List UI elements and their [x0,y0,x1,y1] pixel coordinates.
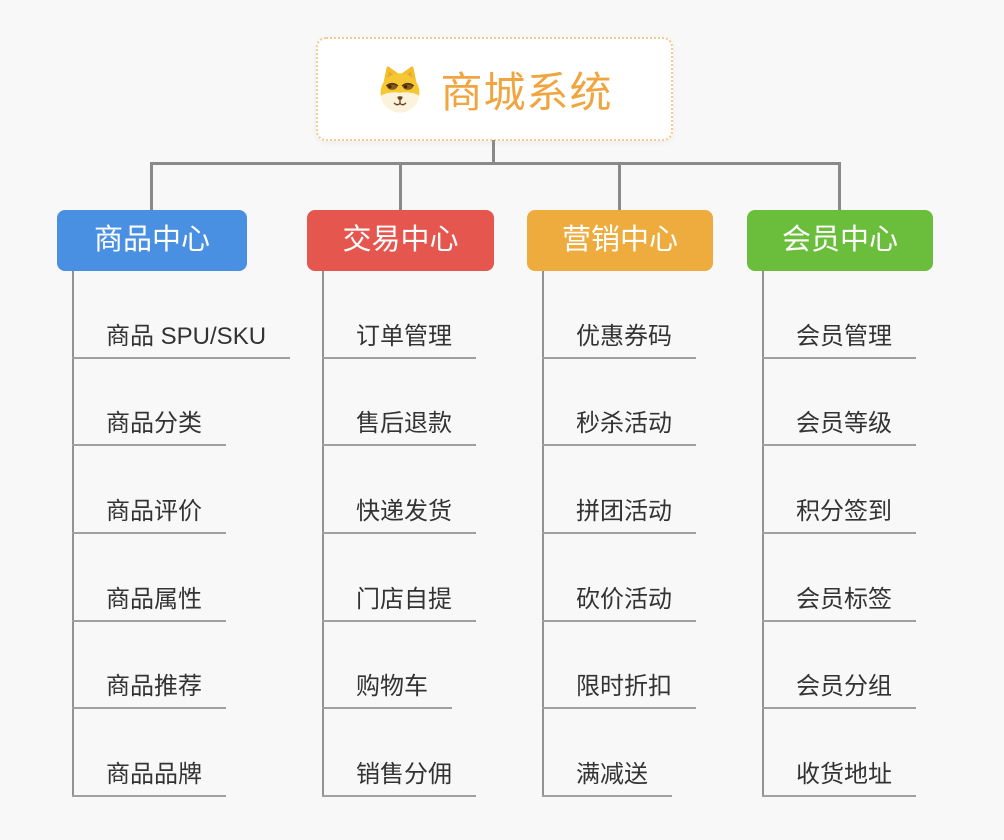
subtopic-row: 满减送 [542,709,696,797]
subtopic-member-group[interactable]: 会员分组 [762,666,916,710]
branch-trunk-line [72,271,74,797]
root-topic-label: 商城系统 [440,68,613,116]
subtopic-group-buy[interactable]: 拼团活动 [542,491,696,534]
subtopic-product-review[interactable]: 商品评价 [72,491,226,534]
connector-drop-member [838,162,841,212]
subtopic-sales-commission[interactable]: 销售分佣 [322,754,476,797]
subtopic-row: 会员标签 [762,534,916,622]
subtopic-row: 积分签到 [762,446,916,534]
branch-trunk-line [542,271,544,797]
subtopic-row: 砍价活动 [542,534,696,622]
subtopic-points-checkin[interactable]: 积分签到 [762,491,916,534]
subtopic-row: 商品品牌 [72,709,290,797]
subtopic-full-reduction[interactable]: 满减送 [542,754,672,797]
connector-root-stub [492,140,495,165]
subtopic-order-management[interactable]: 订单管理 [322,316,476,359]
subtopic-row: 会员分组 [762,622,916,710]
subtopic-member-tag[interactable]: 会员标签 [762,579,916,622]
subtopic-row: 会员管理 [762,271,916,359]
subtopic-row: 收货地址 [762,709,916,797]
subtopic-row: 订单管理 [322,271,476,359]
subtopic-row: 商品 SPU/SKU [72,271,291,359]
branch-node-trade-center[interactable]: 交易中心 [307,210,494,271]
subtopic-aftersale-refund[interactable]: 售后退款 [322,403,476,447]
subtopic-row: 快递发货 [322,446,476,534]
subtopic-store-pickup[interactable]: 门店自提 [322,579,476,622]
subtopic-row: 商品分类 [72,359,290,447]
branch-trunk-line [762,271,764,797]
subtopic-row: 限时折扣 [542,622,696,710]
subtopic-coupon-code[interactable]: 优惠券码 [542,316,696,359]
branch-group-member: 会员中心 会员管理 会员等级 积分签到 会员标签 会员分组 收货地址 [747,210,933,797]
subtopic-product-category[interactable]: 商品分类 [72,403,226,447]
root-topic-mall-system[interactable]: 商城系统 [316,37,673,141]
subtopic-product-recommend[interactable]: 商品推荐 [72,666,226,710]
subtopic-limited-discount[interactable]: 限时折扣 [542,666,696,710]
branch-node-member-center[interactable]: 会员中心 [747,210,933,271]
subtopic-product-brand[interactable]: 商品品牌 [72,754,226,797]
branch-node-marketing-center[interactable]: 营销中心 [527,210,713,271]
branch-node-product-center[interactable]: 商品中心 [57,210,247,271]
subtopic-bargain-event[interactable]: 砍价活动 [542,579,696,622]
subtopic-row: 拼团活动 [542,446,696,534]
subtopic-row: 会员等级 [762,359,916,447]
subtopic-member-level[interactable]: 会员等级 [762,403,916,447]
subtopic-row: 优惠券码 [542,271,696,359]
subtopic-product-spu-sku[interactable]: 商品 SPU/SKU [72,316,291,359]
subtopic-row: 商品属性 [72,534,290,622]
subtopic-row: 商品评价 [72,446,290,534]
subtopic-member-management[interactable]: 会员管理 [762,316,916,359]
connector-drop-trade [399,162,402,212]
subtopic-row: 售后退款 [322,359,476,447]
branch-group-marketing: 营销中心 优惠券码 秒杀活动 拼团活动 砍价活动 限时折扣 满减送 [527,210,713,797]
branch-group-product: 商品中心 商品 SPU/SKU 商品分类 商品评价 商品属性 商品推荐 商品品牌 [57,210,291,797]
subtopic-row: 商品推荐 [72,622,290,710]
shiba-dog-face-icon [380,66,420,113]
subtopic-shopping-cart[interactable]: 购物车 [322,666,452,710]
subtopic-row: 购物车 [322,622,476,710]
branch-trunk-line [322,271,324,797]
subtopic-shipping-address[interactable]: 收货地址 [762,754,916,797]
branch-group-trade: 交易中心 订单管理 售后退款 快递发货 门店自提 购物车 销售分佣 [307,210,494,797]
connector-drop-product [150,162,153,212]
connector-drop-marketing [618,162,621,212]
subtopic-row: 秒杀活动 [542,359,696,447]
subtopic-row: 销售分佣 [322,709,476,797]
subtopic-product-attribute[interactable]: 商品属性 [72,579,226,622]
subtopic-express-delivery[interactable]: 快递发货 [322,491,476,534]
connector-horizontal [151,162,841,165]
subtopic-flash-sale[interactable]: 秒杀活动 [542,403,696,447]
subtopic-row: 门店自提 [322,534,476,622]
